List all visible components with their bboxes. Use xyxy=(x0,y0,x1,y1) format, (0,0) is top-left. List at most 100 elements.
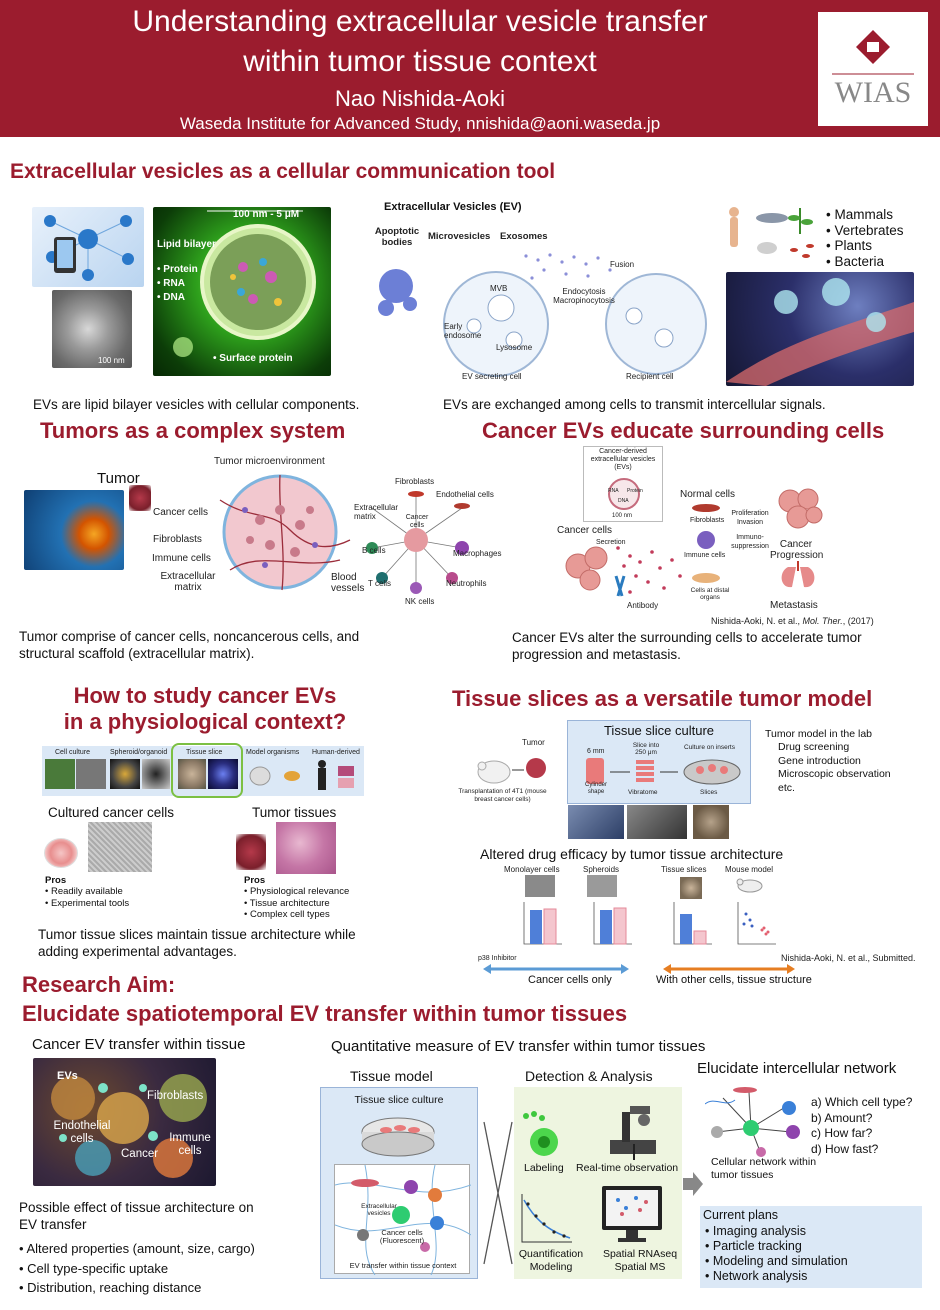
tme-blood-vessels: Blood vessels xyxy=(331,572,365,594)
surface-protein-label: • Surface protein xyxy=(213,353,293,364)
section-tumors-title: Tumors as a complex system xyxy=(40,418,346,443)
context-caption: EV transfer within tissue context xyxy=(349,1261,457,1270)
component-dna-label: • DNA xyxy=(157,292,185,303)
sec3-secretion: Secretion xyxy=(596,539,626,546)
pros-item: Readily available xyxy=(45,886,129,898)
logo-text: WIAS xyxy=(834,76,912,109)
sec5-slices: Slices xyxy=(700,789,718,796)
slice-process-diagram xyxy=(586,758,741,785)
pros-item: Complex cell types xyxy=(244,909,349,921)
plans-heading: Current plans xyxy=(703,1208,779,1222)
network-caption: Cellular network within tumor tissues xyxy=(711,1156,817,1181)
question-item: b) Amount? xyxy=(811,1110,873,1125)
sec3-immunosuppression: Immuno- suppression xyxy=(731,534,769,550)
efficacy-heading: Altered drug efficacy by tumor tissue ar… xyxy=(480,846,784,862)
labeling-label: Labeling xyxy=(524,1162,564,1174)
component-rna-label: • RNA xyxy=(157,278,185,289)
ev-inset: Cancer-derived extracellular vesicles (E… xyxy=(583,446,663,522)
tme-fibroblasts: Fibroblasts xyxy=(153,534,202,545)
tissue-context-panel: Extracellular vesicles Cancer cells (Flu… xyxy=(334,1164,472,1276)
right-arrow-label: With other cells, tissue structure xyxy=(656,974,812,986)
quantification-plot-icon xyxy=(521,1194,572,1243)
ev-structure-illustration: 100 nm - 5 μM Lipid bilayer • Protein • … xyxy=(153,207,331,376)
render-label-evs: EVs xyxy=(57,1070,78,1082)
ev-inset-title: Cancer-derived extracellular vesicles (E… xyxy=(590,448,656,471)
lysosome-label: Lysosome xyxy=(496,343,533,352)
ev-type-exosomes: Exosomes xyxy=(500,231,548,242)
em-scale-label: 100 nm xyxy=(98,356,125,365)
sec5-citation: Nishida-Aoki, N. et al., Submitted. xyxy=(781,953,916,963)
left-pros-list: Readily available Experimental tools xyxy=(45,886,129,909)
tissue-slice-culture-label: Tissue slice culture xyxy=(354,1094,444,1106)
wheel-macrophages: Macrophages xyxy=(453,549,502,558)
culture-dish-icon xyxy=(361,1117,435,1157)
sec3-progression: Cancer Progression xyxy=(770,539,824,561)
normal-cells-icons xyxy=(692,504,720,583)
question-item: d) How fast? xyxy=(811,1141,879,1156)
render-label-endothelial: Endothelial cells xyxy=(53,1120,111,1145)
panel-label-slices: Tissue slices xyxy=(661,865,707,874)
use-item: Drug screening xyxy=(778,741,850,753)
comparison-arrows xyxy=(483,964,795,974)
sec3-antibody: Antibody xyxy=(627,601,659,610)
tissue-network-icon xyxy=(334,1164,472,1276)
ev-inner-protein: Protein xyxy=(627,488,643,494)
tme-cancer-cells: Cancer cells xyxy=(153,507,209,518)
wheel-fibroblasts: Fibroblasts xyxy=(395,477,435,486)
lipid-bilayer-label: Lipid bilayer xyxy=(157,239,216,250)
sec5-uses-heading: Tumor model in the lab xyxy=(765,728,872,740)
wias-logo: WIAS xyxy=(818,12,928,126)
tme-label: Tumor microenvironment xyxy=(214,456,325,467)
tme-ecm: Extracellular matrix xyxy=(160,571,216,593)
use-item: etc. xyxy=(778,781,795,794)
section-study-title-line1: How to study cancer EVs xyxy=(73,683,337,708)
wheel-center-cancer: Cancer cells xyxy=(405,514,429,529)
sec5-cylinder: Cylinder shape xyxy=(584,782,607,795)
model-img-cell-culture-2 xyxy=(76,759,106,789)
render-label-cancer: Cancer xyxy=(121,1148,159,1160)
mouse-tumor-icon xyxy=(477,758,546,784)
sec3-metastasis: Metastasis xyxy=(770,600,818,611)
model-img-organoid xyxy=(142,759,170,789)
organism-item: Bacteria xyxy=(826,254,904,270)
sec1-caption-left: EVs are lipid bilayer vesicles with cell… xyxy=(33,397,360,412)
render-label-fibroblasts: Fibroblasts xyxy=(147,1090,204,1102)
sec3-cancer-cells: Cancer cells xyxy=(557,525,613,536)
divider-cross xyxy=(483,1121,513,1265)
sec3-citation: Nishida-Aoki, N. et al., Mol. Ther., (20… xyxy=(711,616,874,626)
organism-item: Mammals xyxy=(826,207,904,223)
left-arrow-label: Cancer cells only xyxy=(528,974,612,986)
research-aim-statement: Elucidate spatiotemporal EV transfer wit… xyxy=(22,1001,628,1026)
effect-list: Altered properties (amount, size, cargo)… xyxy=(19,1239,254,1298)
photo-lab-2 xyxy=(627,805,687,839)
left-pros-label: Pros xyxy=(45,875,67,886)
use-item: Gene introduction xyxy=(778,754,861,767)
sec3-immune-cells: Immune cells xyxy=(684,552,726,559)
tme-immune-cells: Immune cells xyxy=(152,553,211,564)
render-label-immune: Immune cells xyxy=(169,1132,211,1157)
sec1-caption-right: EVs are exchanged among cells to transmi… xyxy=(443,397,826,412)
model-label-human: Human-derived xyxy=(312,749,360,756)
mvb-label: MVB xyxy=(490,284,508,293)
affiliation: Waseda Institute for Advanced Study, nni… xyxy=(179,114,661,133)
sec3-fibroblasts: Fibroblasts xyxy=(690,517,725,524)
ev-transfer-heading: Cancer EV transfer within tissue xyxy=(32,1036,246,1053)
wheel-nk-cells: NK cells xyxy=(405,597,435,606)
sec5-box-title: Tissue slice culture xyxy=(603,723,715,738)
progression-icons xyxy=(778,488,823,588)
right-pros-list: Physiological relevance Tissue architect… xyxy=(244,886,349,921)
context-ev-label: Extracellular vesicles xyxy=(361,1203,397,1217)
wheel-ecm: Extracellular matrix xyxy=(354,503,399,521)
plans-list: Imaging analysis Particle tracking Model… xyxy=(705,1224,848,1284)
inhibitor-label: p38 Inhibitor xyxy=(478,955,517,962)
wheel-b-cells: B cells xyxy=(362,546,386,555)
wheel-t-cells: T cells xyxy=(368,579,391,588)
tissue-cells-icon xyxy=(51,1074,207,1178)
question-item: a) Which cell type? xyxy=(811,1095,913,1109)
tissue-render-image: EVs Fibroblasts Endothelial cells Immune… xyxy=(33,1058,216,1186)
question-item: c) How far? xyxy=(811,1126,873,1140)
blood-vessel-icon xyxy=(726,278,914,386)
plan-item: Imaging analysis xyxy=(705,1224,848,1239)
efficacy-bar-charts xyxy=(523,902,776,945)
model-img-slice xyxy=(178,759,206,789)
